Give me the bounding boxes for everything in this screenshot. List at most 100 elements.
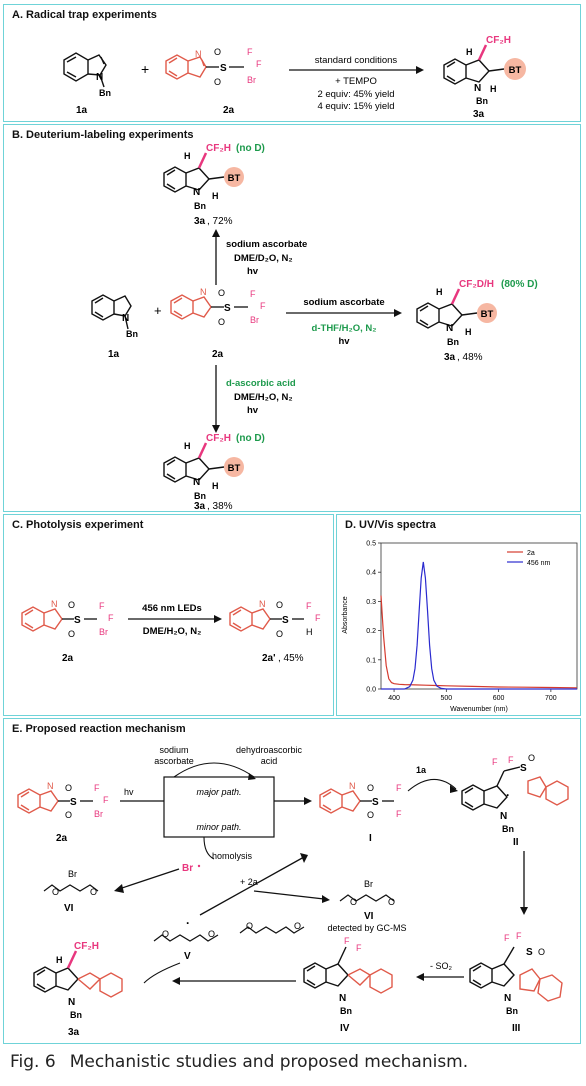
bottom-yield: , 38% [207, 501, 233, 512]
product-3a [443, 58, 505, 85]
so2-loss: - SO₂ [430, 961, 453, 971]
ascorbate-curve [173, 762, 255, 778]
3a-bt [77, 972, 123, 998]
y-tick-label-0.5: 0.5 [366, 541, 376, 548]
x-tick-label-700: 700 [545, 695, 557, 702]
e-hv: hv [124, 787, 134, 797]
c-s: S [74, 615, 81, 626]
dme-chain [239, 926, 305, 934]
bottom-h2: H [212, 481, 219, 491]
c-o1: O [68, 600, 75, 610]
top-n: N [193, 187, 200, 198]
c-f1: F [99, 601, 105, 611]
cf2h-label: CF₂H [486, 35, 511, 46]
label-V: V [184, 951, 191, 962]
dme-o1: O [246, 921, 253, 931]
e-o2: O [65, 810, 72, 820]
b-n: N [122, 313, 129, 324]
c-s-prod: S [282, 615, 289, 626]
top-cond-3: hv [247, 266, 259, 277]
e-f2: F [103, 795, 109, 805]
IV-bn: Bn [340, 1006, 352, 1016]
int-III [469, 946, 515, 989]
top-yield: , 72% [207, 216, 233, 227]
VI-chain [43, 884, 99, 892]
right-arrowhead [394, 309, 402, 317]
spectra-lines [380, 561, 578, 690]
figure-caption-text: Mechanistic studies and proposed mechani… [69, 1052, 469, 1072]
I-o2: O [367, 810, 374, 820]
ascorbate-arrowhead [248, 773, 256, 780]
b-plus: + [154, 303, 162, 318]
dehydro-2: acid [261, 756, 278, 766]
c-o3: O [276, 600, 283, 610]
right-h: H [436, 287, 443, 297]
e-n: N [47, 781, 54, 791]
to-I-arrowhead [304, 797, 312, 805]
panel-a: A. Radical trap experiments N Bn 1a + N … [3, 4, 581, 122]
b-s: S [224, 303, 231, 314]
label-VI: VI [64, 903, 74, 914]
label-3a-e: 3a [68, 1027, 80, 1038]
ascorbate-2: ascorbate [154, 756, 194, 766]
bromine: Br [247, 75, 256, 85]
bottom-label: 3a [194, 501, 206, 512]
right-h2: H [465, 327, 472, 337]
label-I: I [369, 833, 372, 844]
IV-n: N [339, 993, 346, 1004]
panel-d-title: D. UV/Vis spectra [345, 519, 436, 531]
panel-e: E. Proposed reaction mechanism N S O O F… [3, 718, 581, 1044]
II-s: S [520, 763, 527, 774]
panel-b: B. Deuterium-labeling experiments CF₂H (… [3, 124, 581, 512]
fluorine: F [247, 47, 253, 57]
II-III-arrowhead [520, 907, 528, 915]
panel-c-title: C. Photolysis experiment [12, 519, 144, 531]
b-indole-1a [91, 294, 132, 330]
b-n-2a: N [200, 287, 207, 297]
II-o: O [528, 753, 535, 763]
to-VI-right-arrow [253, 890, 325, 900]
panel-b-title: B. Deuterium-labeling experiments [12, 129, 194, 141]
int-IV [303, 946, 349, 989]
cf2h-wedge [477, 44, 488, 61]
homolysis-curve [203, 836, 215, 860]
top-bt: BT [228, 173, 241, 184]
3a-h: H [56, 955, 63, 965]
to-VI-right-arrowhead [322, 895, 330, 903]
x-axis-label: Wavenumber (nm) [450, 706, 508, 713]
label-2a: 2a [223, 105, 235, 116]
c-f3: F [306, 601, 312, 611]
plus-2a: + 2a [240, 877, 258, 887]
sulfur-atom: S [220, 63, 227, 74]
top-cond-1: sodium ascorbate [226, 239, 307, 250]
int-II [461, 766, 521, 811]
bottom-group: CF₂H [206, 433, 231, 444]
c-h: H [306, 627, 313, 637]
e-product-3a [33, 966, 79, 993]
bt-circle [504, 58, 526, 80]
c-o2: O [68, 629, 75, 639]
homolysis-label: homolysis [212, 851, 253, 861]
III-IV-arrowhead [416, 973, 424, 981]
plus2a-arrow [199, 856, 305, 916]
y-tick-label-0.4: 0.4 [366, 570, 376, 577]
I-o1: O [367, 783, 374, 793]
y-tick-label-0: 0.0 [366, 687, 376, 694]
label-3a: 3a [473, 109, 485, 120]
e-f1: F [94, 783, 100, 793]
c-label-prod: 2a' [262, 653, 276, 664]
label-1a-e: 1a [416, 765, 427, 775]
panel-a-scheme: N Bn 1a + N S O O F F Br 2a standard con… [63, 35, 526, 120]
bottom-n: N [193, 477, 200, 488]
panel-c-scheme: N S O O F F Br 2a 456 nm LEDs DME/H₂O, N… [21, 599, 321, 664]
bot-cond-2: DME/H₂O, N₂ [234, 392, 293, 403]
b-f2: F [260, 301, 266, 311]
III-f2: F [516, 931, 522, 941]
III-f1: F [504, 933, 510, 943]
addition-curve [407, 778, 457, 792]
label-IV: IV [340, 1023, 350, 1034]
down-arrowhead [212, 425, 220, 433]
label-II: II [513, 837, 519, 848]
top-cond-2: DME/D₂O, N₂ [234, 253, 293, 264]
